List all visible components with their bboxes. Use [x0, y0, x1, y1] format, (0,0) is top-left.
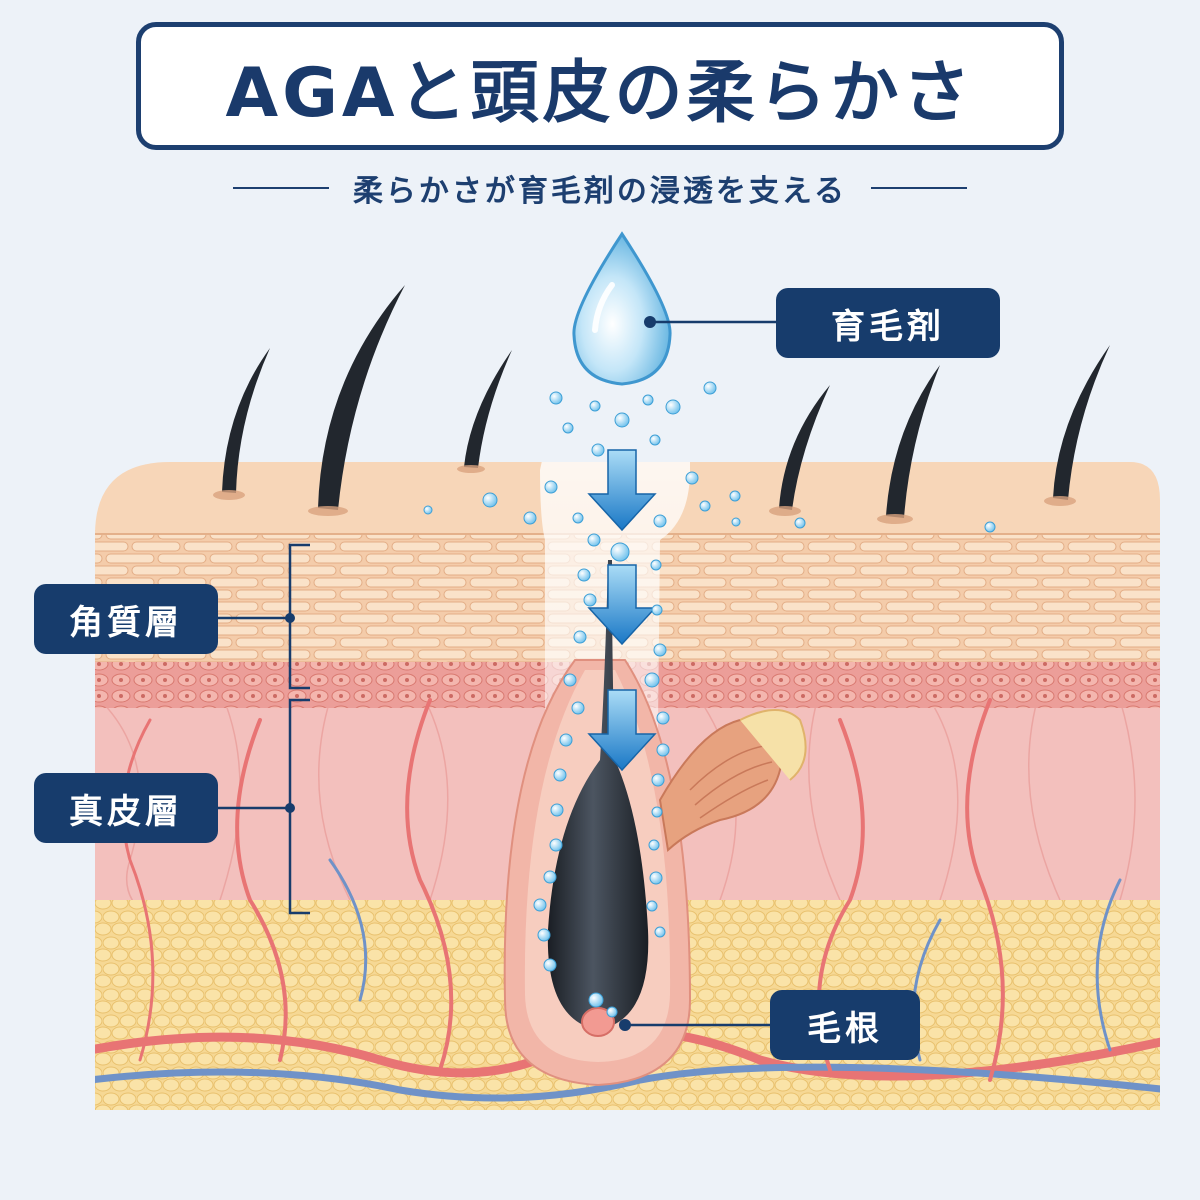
hair-shaft	[547, 560, 649, 1030]
subtitle: 柔らかさが育毛剤の浸透を支える	[352, 174, 848, 209]
water-drop-icon	[572, 231, 672, 386]
penetration-bubbles	[423, 381, 996, 1018]
down-arrow-icon	[587, 564, 657, 646]
label-stratum-corneum: 角質層	[34, 584, 218, 654]
hair-icon	[464, 350, 512, 468]
subtitle-rule-right	[871, 187, 968, 189]
hair-icon	[779, 385, 830, 510]
label-hair-root: 毛根	[770, 990, 920, 1060]
subtitle-row: 柔らかさが育毛剤の浸透を支える	[200, 166, 1000, 210]
surface-hairs	[222, 285, 1110, 518]
down-arrows	[587, 449, 657, 772]
hair-icon	[1053, 345, 1110, 500]
page-title: AGAと頭皮の柔らかさ	[225, 53, 975, 133]
hair-icon	[886, 365, 940, 518]
down-arrow-icon	[587, 689, 657, 772]
sebaceous-gland	[658, 709, 807, 852]
dermal-papilla	[581, 1007, 615, 1037]
hair-icon	[318, 285, 405, 510]
hair-icon	[222, 348, 270, 493]
subtitle-rule-left	[232, 187, 329, 189]
dermis-fibers	[99, 689, 1136, 911]
down-arrow-icon	[587, 449, 657, 532]
label-dermis: 真皮層	[34, 773, 218, 843]
label-hair-tonic: 育毛剤	[776, 288, 1000, 358]
title-box: AGAと頭皮の柔らかさ	[136, 22, 1064, 150]
